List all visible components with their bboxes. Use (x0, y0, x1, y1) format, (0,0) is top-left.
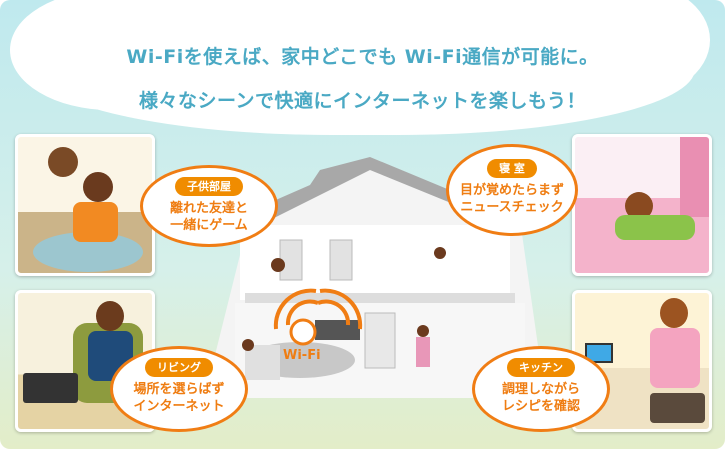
cloud (35, 0, 695, 135)
bubble-kitchen: キッチン 調理しながら レシピを確認 (472, 346, 610, 432)
bubble-text: 調理しながら (501, 382, 580, 397)
bubble-text: インターネット (133, 399, 225, 414)
bubble-text: 場所を選らばず (133, 382, 225, 397)
bubble-tag: 子供部屋 (175, 177, 243, 196)
kids-room-illustration (15, 134, 155, 276)
bubble-tag: キッチン (507, 358, 575, 377)
bubble-text: 一緒にゲーム (170, 218, 248, 233)
bubble-living: リビング 場所を選らばず インターネット (110, 346, 248, 432)
bubble-tag: リビング (145, 358, 213, 377)
bubble-tag: 寝 室 (487, 159, 537, 178)
kitchen-illustration (572, 290, 712, 432)
headline-line2: 様々なシーンで快適にインターネットを楽しもう！ (139, 90, 586, 112)
bubble-kids-room: 子供部屋 離れた友達と 一緒にゲーム (140, 165, 278, 247)
bubble-text: ニュースチェック (460, 200, 564, 215)
bedroom-illustration (572, 134, 712, 276)
bubble-text: レシピを確認 (501, 399, 580, 414)
headline-line1: Wi-Fiを使えば、家中どこでも Wi-Fi通信が可能に。 (126, 46, 599, 68)
bubble-text: 離れた友達と (169, 201, 248, 216)
wifi-label: Wi-Fi (283, 348, 321, 363)
bubble-bedroom: 寝 室 目が覚めたらまず ニュースチェック (446, 144, 578, 236)
bubble-text: 目が覚めたらまず (459, 183, 564, 198)
wifi-icon (289, 318, 317, 346)
